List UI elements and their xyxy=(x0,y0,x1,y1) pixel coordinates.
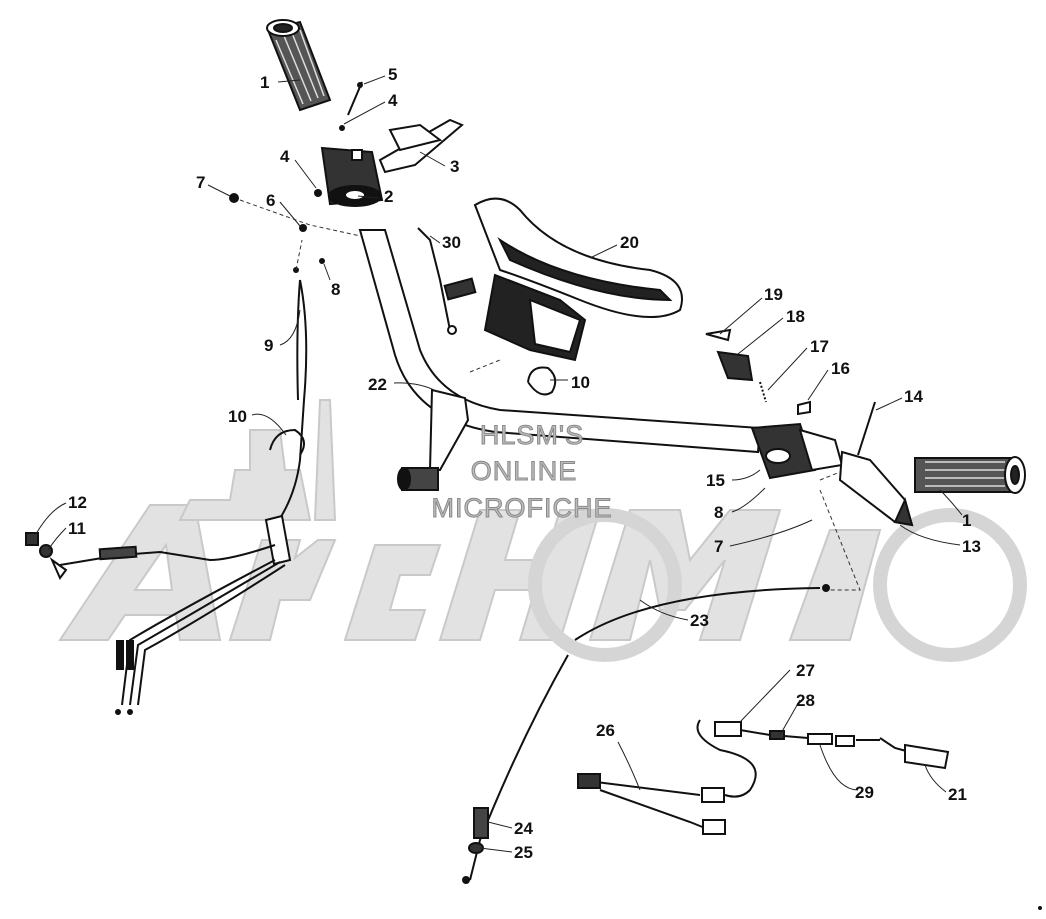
callout-4-upper: 4 xyxy=(388,91,398,110)
callout-10-center: 10 xyxy=(571,373,590,392)
watermark-line-2: ONLINE xyxy=(470,456,578,487)
callout-9: 9 xyxy=(264,336,273,355)
watermark-line-3: MICROFICHE xyxy=(431,493,613,524)
callout-4-lower: 4 xyxy=(280,147,290,166)
callout-29: 29 xyxy=(855,783,874,802)
callout-18: 18 xyxy=(786,307,805,326)
pad-strap xyxy=(417,227,477,335)
callout-23: 23 xyxy=(690,611,709,630)
callout-24: 24 xyxy=(514,819,533,838)
callout-12: 12 xyxy=(68,493,87,512)
callout-8-lower: 8 xyxy=(714,503,723,522)
callout-26: 26 xyxy=(596,721,615,740)
cable-clip-left xyxy=(269,428,305,456)
left-throttle-housing xyxy=(320,118,464,207)
wiring-harness xyxy=(577,719,950,835)
right-brake-lever xyxy=(838,450,914,527)
callout-1-right: 1 xyxy=(962,511,971,530)
callout-7-lower: 7 xyxy=(714,537,723,556)
callout-15: 15 xyxy=(706,471,725,490)
callout-25: 25 xyxy=(514,843,533,862)
callout-labels: 1 5 4 3 4 7 6 2 8 30 20 19 18 17 16 14 9… xyxy=(68,65,981,862)
handlebar-tube xyxy=(358,229,762,491)
callout-20: 20 xyxy=(620,233,639,252)
right-grip xyxy=(914,456,1026,494)
callout-2: 2 xyxy=(384,187,393,206)
callout-27: 27 xyxy=(796,661,815,680)
callout-22: 22 xyxy=(368,375,387,394)
cable-adjusters xyxy=(25,532,68,580)
corner-dot xyxy=(1038,906,1042,910)
callout-19: 19 xyxy=(764,285,783,304)
callout-5: 5 xyxy=(388,65,397,84)
watermark-logo xyxy=(58,399,1027,662)
callout-16: 16 xyxy=(831,359,850,378)
callout-17: 17 xyxy=(810,337,829,356)
callout-21: 21 xyxy=(948,785,967,804)
callout-28: 28 xyxy=(796,691,815,710)
callout-8-upper: 8 xyxy=(331,280,340,299)
callout-leaders xyxy=(35,75,963,853)
cable-spring xyxy=(462,807,489,884)
left-grip xyxy=(266,19,332,112)
callout-6: 6 xyxy=(266,191,275,210)
right-switch-parts xyxy=(705,328,811,416)
throttle-cable-bundle xyxy=(59,279,308,706)
cable-ends xyxy=(115,640,134,715)
callout-7-upper: 7 xyxy=(196,173,205,192)
watermark-line-1: HLSM'S xyxy=(479,420,585,451)
callout-13: 13 xyxy=(962,537,981,556)
callout-3: 3 xyxy=(450,157,459,176)
callout-30: 30 xyxy=(442,233,461,252)
callout-14: 14 xyxy=(904,387,923,406)
callout-10-left: 10 xyxy=(228,407,247,426)
callout-11: 11 xyxy=(68,519,86,538)
right-throttle-housing xyxy=(750,401,876,480)
callout-1-left: 1 xyxy=(260,73,269,92)
cable-clip-center xyxy=(527,366,557,396)
handlebar-pad xyxy=(473,197,683,362)
